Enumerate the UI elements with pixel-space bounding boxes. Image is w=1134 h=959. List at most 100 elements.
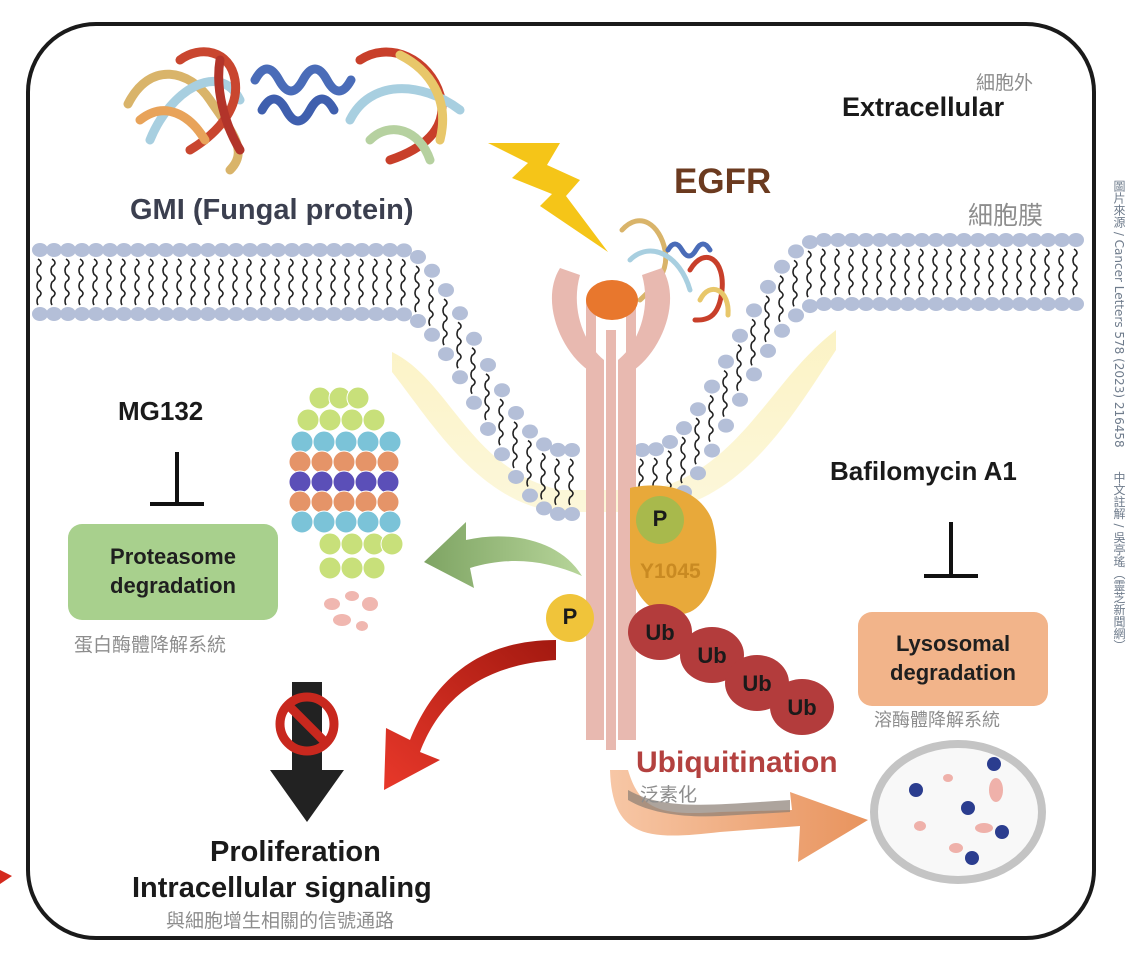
lipid-head xyxy=(1040,297,1056,311)
ub-label: Ub xyxy=(787,695,817,720)
lipid-tail xyxy=(932,248,938,296)
lipid-head xyxy=(284,307,300,321)
lipid-tail xyxy=(204,258,210,306)
lipid-tail xyxy=(148,258,154,306)
lipid-head xyxy=(172,243,188,257)
lipid-head xyxy=(354,307,370,321)
lipid-head xyxy=(830,297,846,311)
lipid-head xyxy=(998,297,1014,311)
lipid-tail xyxy=(330,258,336,306)
lipid-head xyxy=(522,488,538,503)
lipid-tail xyxy=(288,258,294,306)
lipid-head xyxy=(368,243,384,257)
proteasome-subunit xyxy=(362,556,386,580)
lipid-head xyxy=(550,506,566,521)
lipid-head xyxy=(382,307,398,321)
lipid-head xyxy=(46,307,62,321)
lipid-head xyxy=(130,243,146,257)
lipid-head xyxy=(760,279,776,294)
proteasome-subunit xyxy=(356,510,380,534)
lipid-tail xyxy=(50,258,56,306)
ubiquitination-label: Ubiquitination xyxy=(636,746,838,779)
lipid-tail xyxy=(764,295,770,343)
gmi-label: GMI (Fungal protein) xyxy=(130,194,414,226)
lipid-head xyxy=(844,297,860,311)
lipid-tail xyxy=(820,248,826,296)
degraded-fragments-icon xyxy=(324,591,378,631)
lipid-head xyxy=(438,283,454,298)
lipid-tail xyxy=(834,248,840,296)
proteasome-subunit xyxy=(376,470,400,494)
lipid-head xyxy=(928,297,944,311)
lipid-head xyxy=(284,243,300,257)
lipid-head xyxy=(158,307,174,321)
lipid-head xyxy=(928,233,944,247)
lipid-head xyxy=(242,307,258,321)
proteasome-subunit xyxy=(318,532,342,556)
membrane-raft-band xyxy=(392,330,836,512)
lipid-head xyxy=(340,243,356,257)
lipid-tail xyxy=(974,248,980,296)
lipid-head xyxy=(704,443,720,458)
lipid-head xyxy=(326,243,342,257)
lipid-head xyxy=(718,354,734,369)
lipid-tail xyxy=(106,258,112,306)
proteasome-icon xyxy=(288,386,404,580)
lipid-tail xyxy=(162,258,168,306)
lipid-tail xyxy=(862,248,868,296)
lipid-head xyxy=(970,233,986,247)
lipid-head xyxy=(102,307,118,321)
lipid-head xyxy=(74,307,90,321)
lipid-head xyxy=(452,370,468,385)
lipid-head xyxy=(410,250,426,265)
lipid-head xyxy=(340,307,356,321)
lipid-head xyxy=(830,233,846,247)
lipid-tail xyxy=(372,258,378,306)
lipid-head xyxy=(942,233,958,247)
lipid-head xyxy=(424,263,440,278)
lightning-bolt-icon xyxy=(488,143,608,252)
lipid-head xyxy=(802,299,818,314)
lipid-head xyxy=(410,314,426,329)
lipid-head xyxy=(900,233,916,247)
lipid-head xyxy=(186,307,202,321)
lipid-tail xyxy=(190,258,196,306)
lipid-head xyxy=(1012,233,1028,247)
lipid-head xyxy=(858,233,874,247)
edge-mark xyxy=(0,870,12,884)
lipid-tail xyxy=(806,250,812,298)
lipid-tail xyxy=(274,258,280,306)
lysosomal-zh-label: 溶酶體降解系統 xyxy=(874,710,1000,731)
lipid-tail xyxy=(358,258,364,306)
proteasome-subunit xyxy=(296,408,320,432)
lipid-head xyxy=(508,405,524,420)
lipid-tail xyxy=(1030,248,1036,296)
lipid-head xyxy=(270,307,286,321)
lipid-head xyxy=(88,307,104,321)
lipid-tail xyxy=(904,248,910,296)
inhibition-t-bar-icon xyxy=(150,452,204,506)
lipid-tail xyxy=(414,265,420,313)
lipid-tail xyxy=(1072,248,1078,296)
membrane-zh-label: 細胞膜 xyxy=(968,201,1044,230)
lipid-tail xyxy=(78,258,84,306)
inhibition-t-bar-icon xyxy=(924,522,978,578)
lipid-head xyxy=(424,327,440,342)
lipid-tail xyxy=(988,248,994,296)
lipid-head xyxy=(788,308,804,323)
lipid-head xyxy=(508,469,524,484)
lipid-head xyxy=(564,507,580,521)
lipid-head xyxy=(564,443,580,457)
lipid-head xyxy=(396,307,412,322)
proteasome-subunit xyxy=(308,386,332,410)
lipid-head xyxy=(32,243,48,257)
lipid-tail xyxy=(722,369,728,417)
lipid-tail xyxy=(316,258,322,306)
lipid-head xyxy=(368,307,384,321)
proteasome-subunit xyxy=(318,556,342,580)
lipid-head xyxy=(186,243,202,257)
lipid-head xyxy=(690,466,706,481)
lipid-head xyxy=(214,307,230,321)
lipid-tail xyxy=(848,248,854,296)
